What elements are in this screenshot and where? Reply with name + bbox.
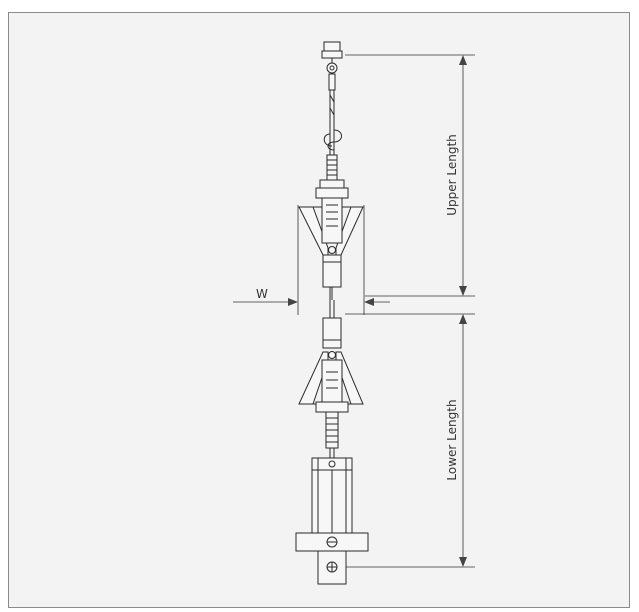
base-bracket	[295, 532, 369, 585]
lower-length-label: Lower Length	[445, 399, 459, 480]
upper-threaded-rod	[315, 154, 349, 199]
wire-hook	[323, 129, 342, 151]
upper-length-label: Upper Length	[445, 134, 459, 216]
housing-body	[311, 457, 353, 534]
upper-spring-clip	[298, 197, 364, 300]
width-dimension	[233, 205, 390, 315]
upper-wire	[329, 90, 335, 165]
upper-length-dimension	[345, 54, 475, 297]
lower-spring-clip	[298, 300, 364, 413]
lower-length-dimension	[345, 313, 475, 568]
lower-threaded-rod	[325, 411, 339, 458]
width-label: W	[256, 287, 268, 301]
top-eyebolt	[321, 41, 343, 91]
